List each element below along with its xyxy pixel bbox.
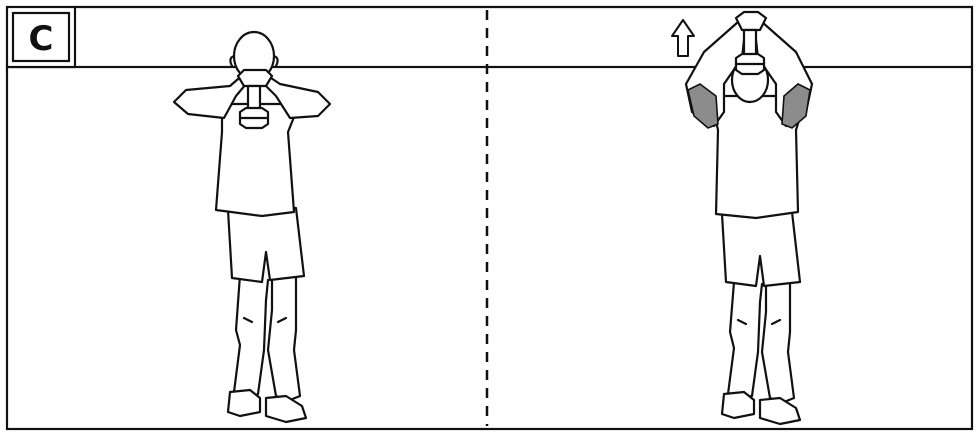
left-figure-shorts [228,208,304,282]
up-arrow-icon [672,20,694,56]
right-figure-shorts [722,212,800,286]
figure-dumbbell-behind-head-icon [174,32,330,422]
left-figure-left-shoe [228,390,260,416]
right-figure-left-shoe [722,392,754,418]
left-figure-hands [238,70,272,86]
step-label-box: C [7,7,75,67]
figure-arms-extended-icon [686,12,812,424]
left-figure-dumbbell-handle [248,86,260,110]
right-figure-hands [736,12,766,30]
right-figure-right-shoe [760,398,800,424]
right-figure-legs [728,282,794,402]
step-label: C [29,19,54,59]
left-figure-legs [234,275,300,400]
left-figure-right-shoe [266,396,306,422]
frame-top-edge [75,7,972,67]
right-figure-dumbbell-handle [744,30,756,56]
outer-frame [7,67,972,429]
